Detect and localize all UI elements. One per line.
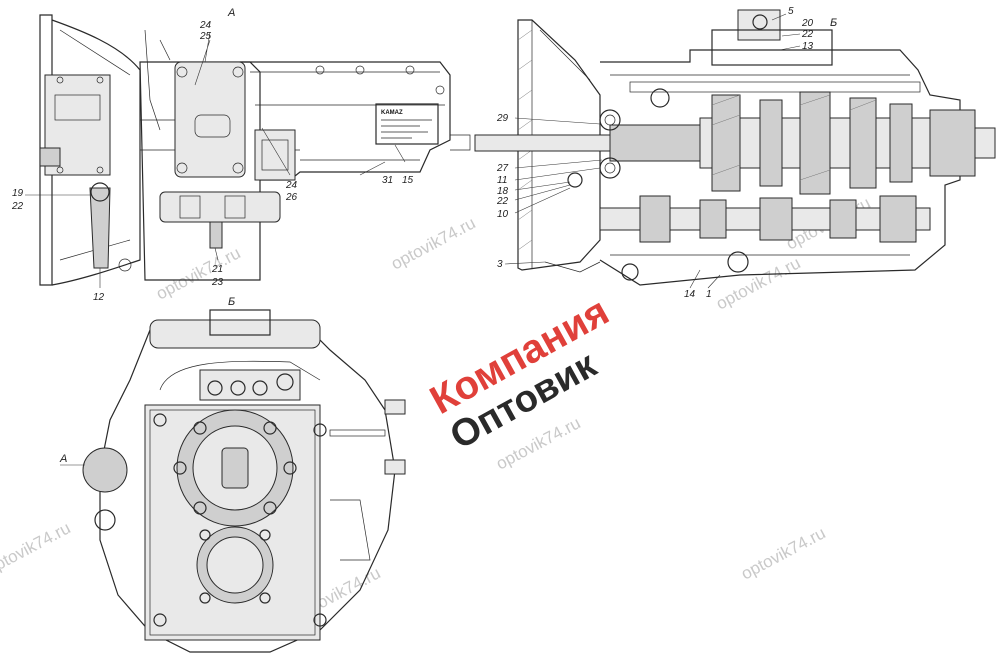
- callout-24-lower: 24: [285, 180, 298, 191]
- view-label-a-ref: А: [59, 453, 67, 465]
- watermark-text: optovik74.ru: [388, 213, 479, 273]
- leader-lines-a: [25, 31, 406, 288]
- callout-22: 22: [11, 201, 24, 212]
- callout-12: 12: [93, 292, 105, 303]
- side-view-a: KAMAZ: [39, 14, 471, 286]
- callout-10: 10: [497, 209, 509, 220]
- callout-21: 21: [211, 264, 223, 275]
- leader-lines-section: [504, 13, 801, 289]
- callout-29: 29: [496, 113, 509, 124]
- company-logo: Компания Оптовик: [423, 289, 616, 458]
- callout-14: 14: [684, 289, 696, 300]
- callout-27: 27: [496, 163, 509, 174]
- callout-22-top: 22: [801, 29, 814, 40]
- watermark-text: optovik74.ru: [0, 518, 74, 578]
- view-label-b: Б: [228, 296, 235, 308]
- callout-31: 31: [382, 175, 393, 186]
- callout-1: 1: [706, 289, 712, 300]
- view-label-a: А: [227, 7, 235, 19]
- callout-23: 23: [211, 277, 224, 288]
- section-view: [474, 9, 996, 286]
- view-label-b-ref: Б: [830, 17, 837, 29]
- callout-26: 26: [285, 192, 298, 203]
- end-view-b: [82, 309, 406, 653]
- callout-18: 18: [497, 186, 509, 197]
- watermark-text: optovik74.ru: [738, 523, 829, 583]
- watermark-text: optovik74.ru: [153, 243, 244, 303]
- callout-13: 13: [802, 41, 814, 52]
- callout-25: 25: [199, 31, 212, 42]
- callout-22-mid: 22: [496, 196, 509, 207]
- watermark-text: optovik74.ru: [713, 253, 804, 313]
- callout-3: 3: [497, 259, 503, 270]
- callout-20: 20: [801, 18, 814, 29]
- callout-24: 24: [199, 20, 212, 31]
- callout-5: 5: [788, 6, 794, 17]
- callout-15: 15: [402, 175, 414, 186]
- nameplate-brand: KAMAZ: [381, 110, 403, 116]
- callout-19: 19: [12, 188, 24, 199]
- callout-11: 11: [497, 175, 507, 186]
